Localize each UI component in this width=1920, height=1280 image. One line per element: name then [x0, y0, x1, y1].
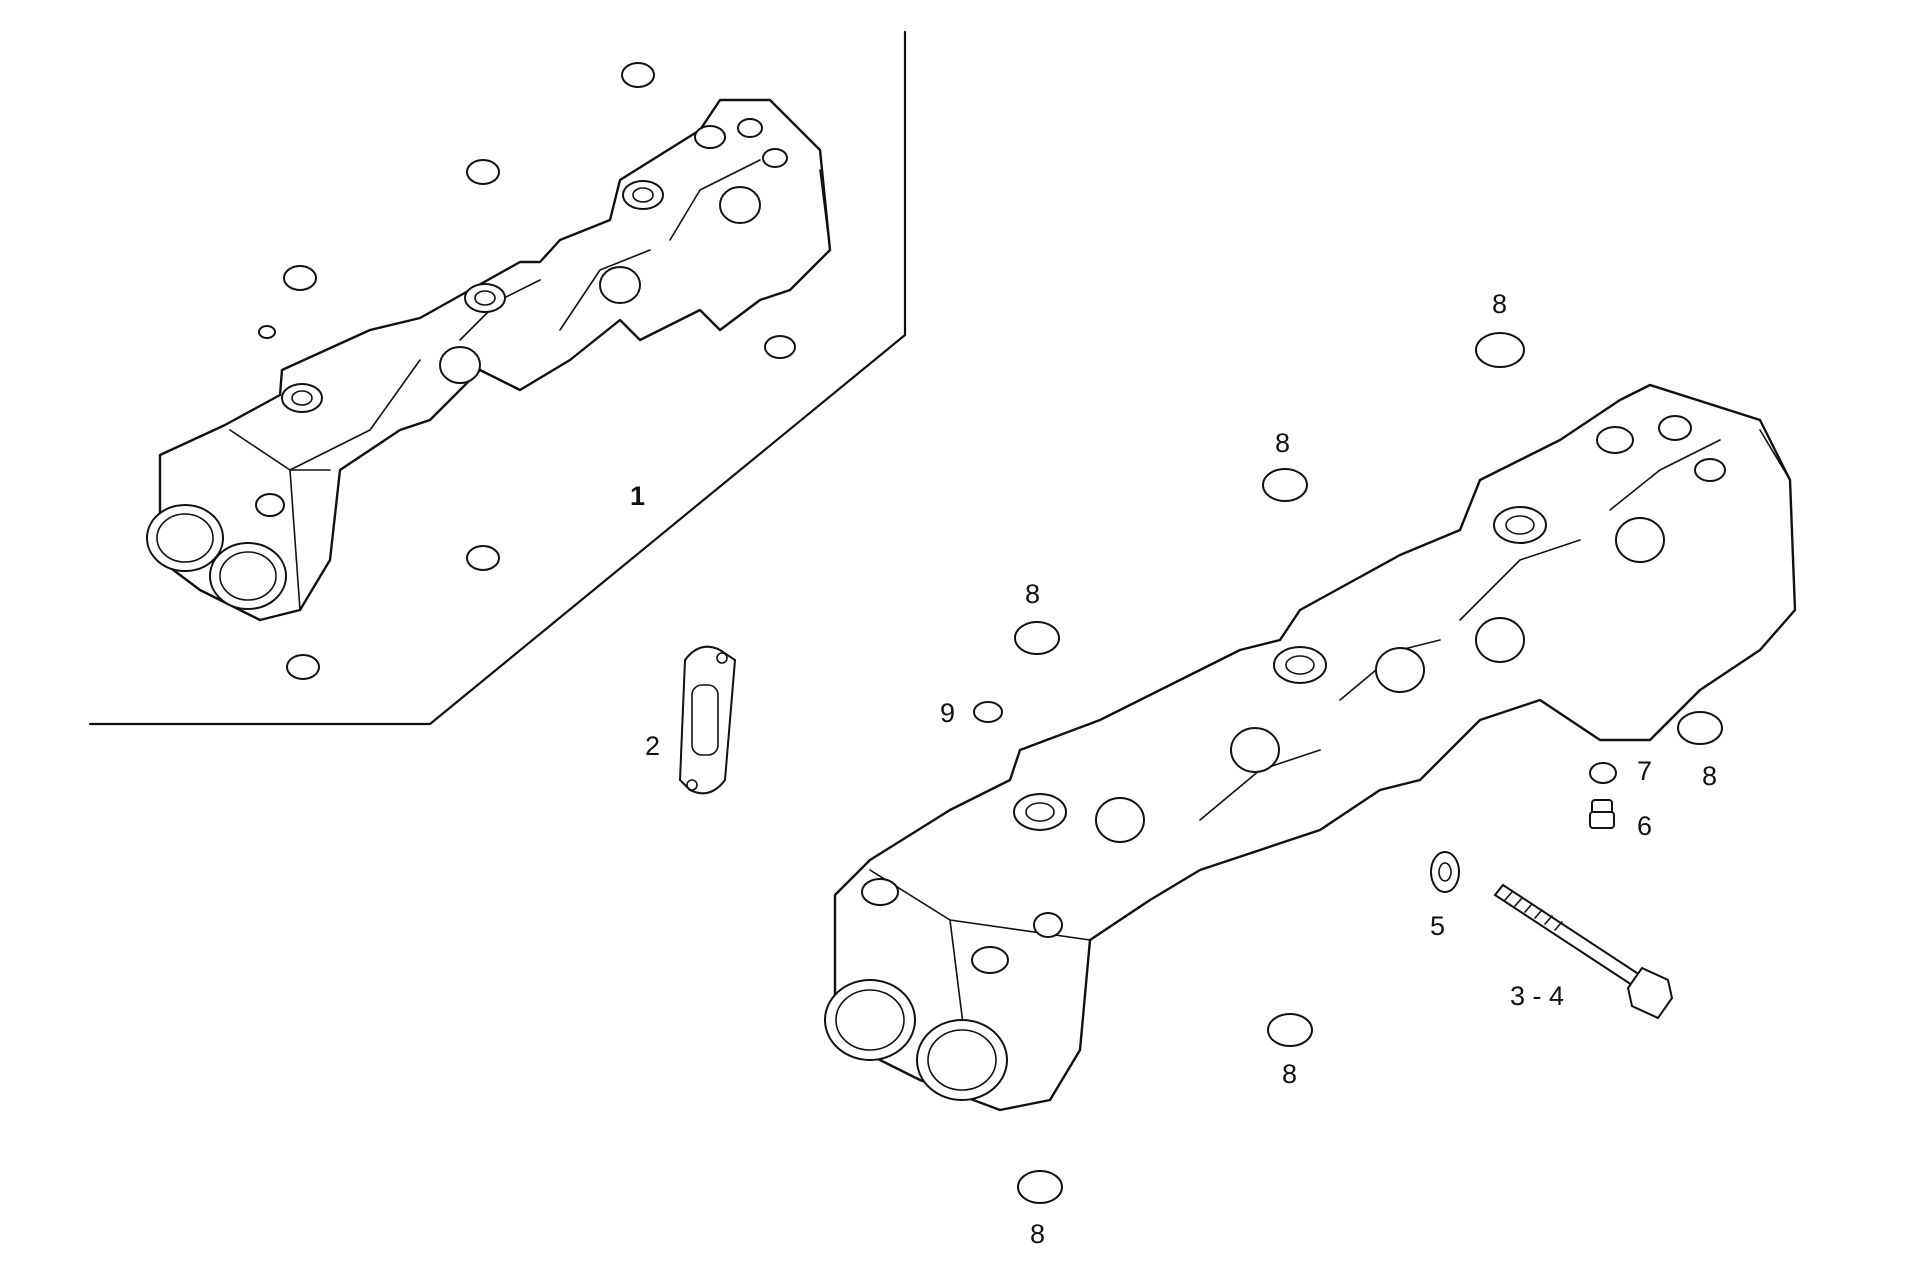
seal-ring-9-part: [973, 701, 1003, 723]
cap-plug-part: [1017, 1170, 1063, 1204]
label-gasket: 2: [645, 731, 660, 761]
label-cap-plug: 8: [1025, 579, 1040, 609]
label-cap-plug: 8: [1492, 289, 1507, 319]
washer-part: [1430, 851, 1460, 893]
label-seal-ring-9: 9: [940, 698, 955, 728]
label-bolt: 3 - 4: [1510, 981, 1564, 1011]
label-cap-plug: 8: [1030, 1219, 1045, 1249]
label-assembly: 1: [630, 481, 645, 511]
cap-plug-part: [1262, 468, 1308, 502]
label-seal-ring-7: 7: [1637, 756, 1652, 786]
cap-plug-part: [1267, 1013, 1313, 1047]
assembly-boundary-line: [88, 30, 907, 726]
label-cap-plug: 8: [1702, 761, 1717, 791]
label-plug-screw: 6: [1637, 811, 1652, 841]
gasket-part: [678, 645, 737, 795]
cap-plug-part: [1475, 332, 1525, 368]
plug-screw-part: [1589, 799, 1615, 829]
label-cap-plug: 8: [1275, 428, 1290, 458]
label-cap-plug: 8: [1282, 1059, 1297, 1089]
assembled-manifold: [146, 62, 832, 680]
exploded-manifold: [824, 383, 1797, 1112]
label-washer: 5: [1430, 911, 1445, 941]
bolt-part: [1493, 883, 1674, 1020]
cap-plug-part: [1014, 621, 1060, 655]
cap-plug-part: [1677, 711, 1723, 745]
seal-ring-7-part: [1589, 762, 1617, 784]
